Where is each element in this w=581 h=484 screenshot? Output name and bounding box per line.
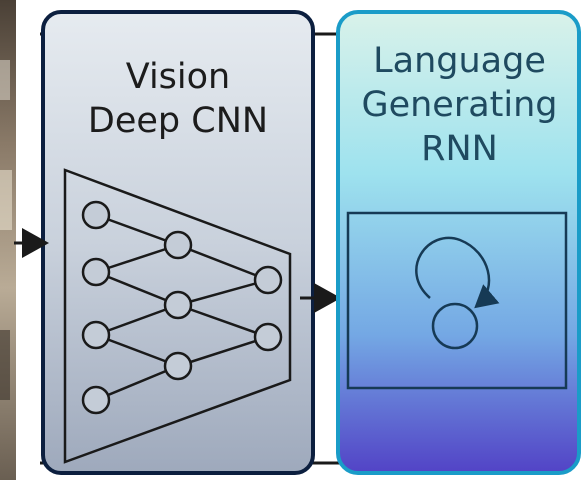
cnn-node <box>163 351 193 381</box>
rnn-cell-box <box>346 211 568 390</box>
cnn-node <box>253 265 283 295</box>
cnn-node <box>253 322 283 352</box>
cnn-connections <box>95 213 269 402</box>
language-rnn-box <box>336 10 581 475</box>
vision-title-line2: Deep CNN <box>87 100 269 141</box>
cnn-trapezoid <box>63 168 292 464</box>
language-title-line2: Generating <box>361 84 558 125</box>
cnn-node <box>163 230 193 260</box>
cnn-node <box>81 257 111 287</box>
language-title-line1: Language <box>373 41 546 81</box>
vision-title: Vision Deep CNN <box>44 56 312 144</box>
language-title-line3: RNN <box>421 128 498 169</box>
recurrent-loop-arrow <box>415 236 500 309</box>
cnn-node <box>81 200 111 230</box>
vision-title-line1: Vision <box>125 57 231 97</box>
cnn-node <box>163 290 193 320</box>
language-title: Language Generating RNN <box>338 40 581 171</box>
cnn-node <box>81 320 111 350</box>
cnn-node <box>81 385 111 415</box>
rnn-node <box>431 302 479 350</box>
